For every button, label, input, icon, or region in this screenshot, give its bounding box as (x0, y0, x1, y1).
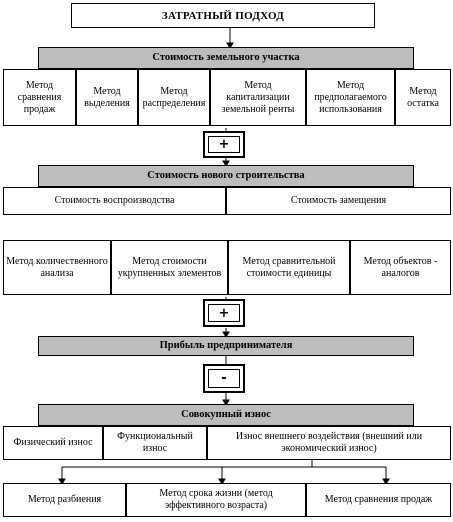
method-comparative-unit: Метод сравнительной стоимости единицы (228, 240, 350, 295)
land-method-intended-use: Метод предполагаемого использования (306, 69, 395, 126)
physical-wear: Физический износ (3, 426, 103, 460)
minus-operator-frame: - (203, 364, 245, 393)
method-sales-comparison-wear: Метод сравнения продаж (306, 483, 451, 517)
method-breakdown: Метод разбиения (3, 483, 126, 517)
method-economic-age-life: Метод срока жизни (метод эффективного во… (126, 483, 306, 517)
functional-wear: Функциональный износ (103, 426, 207, 460)
minus-operator: - (208, 369, 240, 388)
method-quantity-survey: Метод количественного анализа (3, 240, 111, 295)
construction-cost-header: Стоимость нового строительства (38, 165, 414, 187)
land-method-residual: Метод остатка (395, 69, 451, 126)
land-value-header: Стоимость земельного участка (38, 47, 414, 69)
reproduction-cost: Стоимость воспроизводства (3, 187, 226, 215)
entrepreneur-profit: Прибыль предпринимателя (38, 336, 414, 356)
land-method-rent-capitalization: Метод капитализации земельной ренты (210, 69, 306, 126)
land-method-allocation: Метод выделения (76, 69, 138, 126)
total-depreciation-header: Совокупный износ (38, 404, 414, 426)
plus-operator-frame-2: + (203, 299, 245, 327)
approach-title: ЗАТРАТНЫЙ ПОДХОД (71, 3, 375, 28)
external-wear: Износ внешнего воздействия (внешний или … (207, 426, 451, 460)
plus-operator: + (208, 136, 240, 153)
replacement-cost: Стоимость замещения (226, 187, 451, 215)
land-method-sales-comparison: Метод сравнения продаж (3, 69, 76, 126)
plus-operator-frame: + (203, 131, 245, 158)
land-method-distribution: Метод распределения (138, 69, 210, 126)
method-aggregated-elements: Метод стоимости укрупненных элементов (111, 240, 228, 295)
method-analog-objects: Метод объектов - аналогов (350, 240, 451, 295)
plus-operator-2: + (208, 304, 240, 322)
